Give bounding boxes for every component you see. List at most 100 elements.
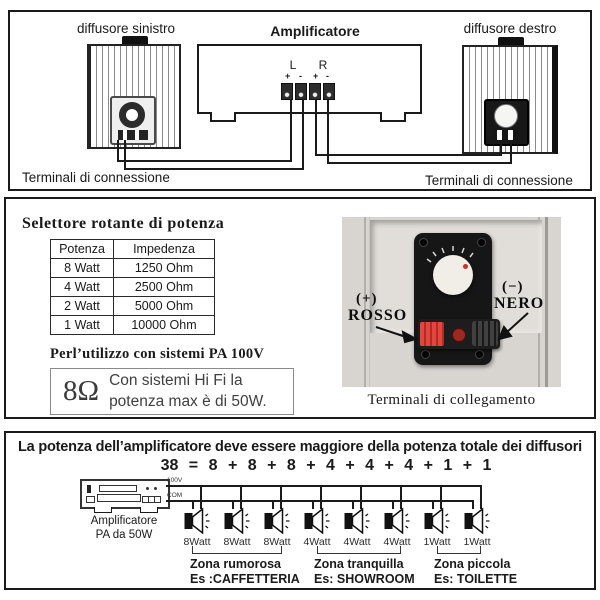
wire	[315, 154, 502, 156]
panel-groove	[545, 217, 548, 387]
hifi-note-line1: Con sistemi Hi Fi la	[109, 372, 243, 390]
speaker-wire	[312, 500, 314, 509]
hifi-note-box: 8Ω Con sistemi Hi Fi la potenza max è di…	[50, 368, 294, 415]
speaker-watt-label: 1Watt	[463, 536, 491, 548]
speaker-wire	[400, 485, 402, 509]
wire	[124, 168, 304, 170]
pa-amplifier-drawing	[80, 479, 170, 509]
terminal-minus-sign: -	[299, 71, 302, 81]
wire	[510, 140, 512, 164]
power-cell: 2 Watt	[50, 296, 114, 316]
zone-name: Zona tranquilla	[314, 557, 404, 571]
amplifier-terminal-block	[281, 83, 335, 100]
speaker-wire	[200, 485, 202, 509]
right-speaker-label: diffusore destro	[463, 21, 557, 36]
zone-example: Es: TOILETTE	[434, 572, 518, 586]
left-speaker-bracket	[122, 36, 148, 46]
speaker-wire	[432, 500, 434, 509]
speaker-watt-label: 4Watt	[343, 536, 371, 548]
right-speaker-panel	[484, 99, 529, 146]
screw-icon	[477, 238, 486, 247]
screw-icon	[475, 350, 484, 359]
zone-bracket	[317, 546, 401, 554]
channel-right-label: R	[318, 58, 328, 72]
nero-arrow	[505, 312, 529, 334]
right-speaker-knob-icon	[494, 104, 518, 128]
speaker-watt-label: 4Watt	[303, 536, 331, 548]
plus-sign-label: (+)	[356, 291, 378, 307]
power-cell: 4 Watt	[50, 277, 114, 297]
amp-button	[154, 496, 161, 503]
wire	[315, 99, 317, 156]
wire	[124, 140, 126, 170]
speaker-icon	[424, 507, 450, 535]
speaker-watt-label: 1Watt	[423, 536, 451, 548]
speaker-icon	[184, 507, 210, 535]
panel-groove	[369, 217, 370, 387]
power-budget-section: La potenza dell’amplificatore deve esser…	[4, 431, 596, 590]
speaker-wire	[480, 485, 482, 509]
center-button	[452, 328, 466, 342]
speaker-icon	[464, 507, 490, 535]
rosso-arrowhead	[401, 330, 419, 344]
speaker-wire	[240, 485, 242, 509]
knob-tick-marks	[426, 246, 474, 263]
right-speaker-bracket	[498, 37, 524, 47]
rosso-arrow	[375, 326, 407, 338]
pa-usage-note: Perl’utilizzo con sistemi PA 100V	[50, 346, 265, 362]
impedance-cell: 5000 Ohm	[113, 296, 215, 316]
amp-button	[86, 496, 95, 503]
bus-100v-label: 100V	[167, 477, 183, 484]
panel-groove	[364, 217, 366, 387]
power-cell: 8 Watt	[50, 258, 114, 278]
speaker-wire	[472, 500, 474, 509]
speaker-wire	[232, 500, 234, 509]
speaker-wire	[320, 485, 322, 509]
speaker-watt-label: 4Watt	[383, 536, 411, 548]
speaker-wire	[440, 485, 442, 509]
speaker-icon	[344, 507, 370, 535]
terminal-plus-sign: +	[313, 71, 319, 81]
amplifier-label: Amplificatore	[270, 23, 360, 39]
power-selector-knob	[433, 255, 473, 295]
impedance-cell: 1250 Ohm	[113, 258, 215, 278]
terminal-photo: (+) ROSSO (−) NERO	[342, 217, 561, 387]
amp-power-switch	[87, 485, 91, 493]
hifi-note-line2: potenza max è di 50W.	[109, 392, 267, 410]
bus-100v-line	[166, 485, 480, 487]
speaker-icon	[224, 507, 250, 535]
amp-foot	[94, 507, 112, 513]
wire	[302, 99, 304, 170]
power-selector-section: Selettore rotante di potenza Potenza Imp…	[4, 197, 596, 419]
bus-com-label: COM	[167, 492, 183, 499]
amp-foot	[140, 507, 158, 513]
channel-left-label: L	[289, 58, 297, 72]
zone-name: Zona rumorosa	[190, 557, 281, 571]
right-speaker-terminals-icon	[493, 130, 519, 140]
speaker-wire	[360, 485, 362, 509]
amp-display-slot	[99, 485, 137, 492]
screw-icon	[421, 350, 430, 359]
minus-sign-label: (−)	[502, 279, 524, 295]
power-cell: 1 Watt	[50, 315, 114, 335]
amplifier-foot-right	[380, 112, 406, 122]
wire	[500, 140, 502, 156]
wire	[117, 140, 119, 162]
speaker-icon	[264, 507, 290, 535]
amplifier-foot-left	[210, 112, 236, 122]
left-speaker-label: diffusore sinistro	[76, 21, 176, 36]
speaker-watt-label: 8Watt	[263, 536, 291, 548]
photo-overlay-arrows	[375, 246, 529, 344]
zone-example: Es :CAFFETTERIA	[190, 572, 300, 586]
speaker-wire	[352, 500, 354, 509]
power-rule-heading: La potenza dell’amplificatore deve esser…	[18, 439, 582, 455]
nero-arrowhead	[497, 325, 513, 341]
